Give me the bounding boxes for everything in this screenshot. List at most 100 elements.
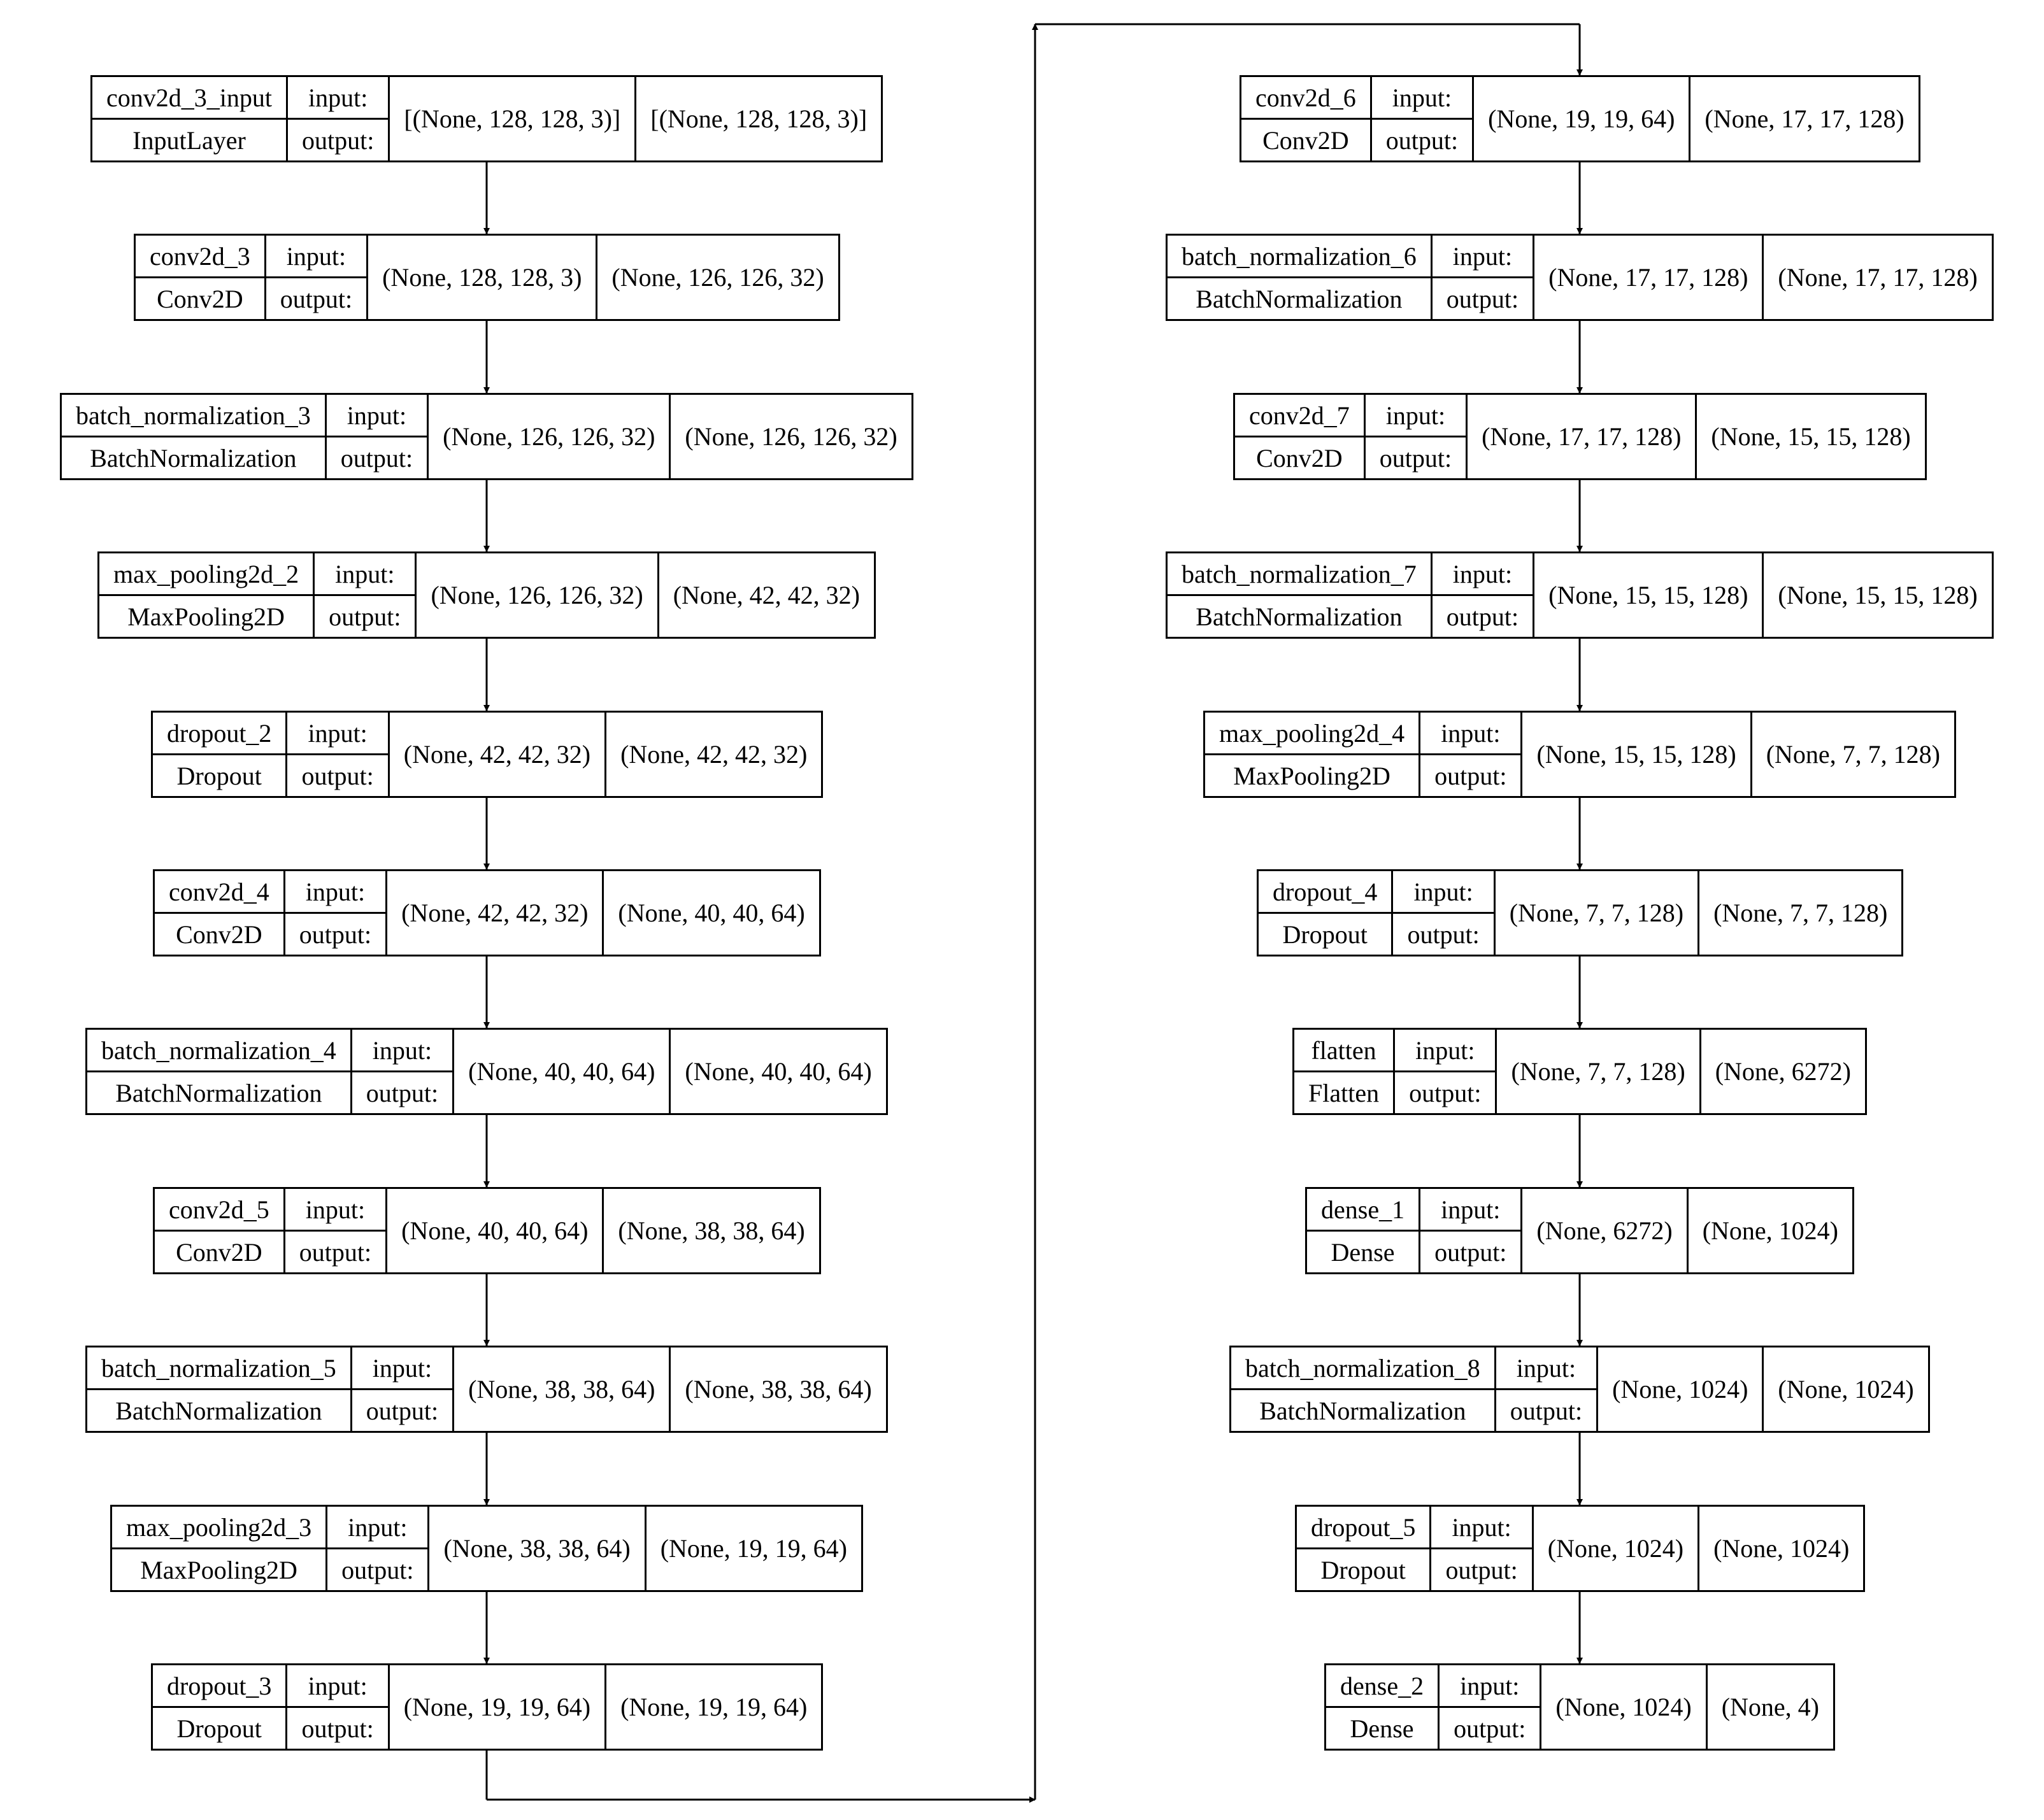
layer-name: dropout_4 — [1259, 871, 1392, 914]
input-label: input: — [287, 77, 389, 120]
layer-type: Dense — [1331, 1237, 1395, 1267]
input-label: input: — [1395, 1030, 1496, 1072]
layer-type: MaxPooling2D — [127, 602, 285, 631]
layer-type: Conv2D — [157, 284, 243, 313]
layer-name: max_pooling2d_3 — [112, 1507, 326, 1549]
layer-type: Dropout — [1320, 1555, 1406, 1584]
input-shape: [(None, 128, 128, 3)] — [404, 104, 621, 133]
output-label: output: — [1434, 1237, 1507, 1267]
output-shape: (None, 38, 38, 64) — [669, 1347, 885, 1431]
input-label: input: — [1440, 1665, 1540, 1708]
layer-type: Flatten — [1308, 1078, 1380, 1107]
io-label-column: input:output: — [285, 871, 388, 955]
layer-name: batch_normalization_8 — [1231, 1347, 1494, 1390]
input-label: input: — [287, 1665, 388, 1708]
input-label: input: — [315, 553, 415, 596]
output-shape: (None, 42, 42, 32) — [657, 553, 874, 637]
input-shape: (None, 1024) — [1555, 1693, 1692, 1721]
input-label: input: — [1371, 77, 1473, 120]
output-label: output: — [280, 284, 353, 313]
input-label: input: — [352, 1347, 453, 1390]
input-label: input: — [327, 1507, 428, 1549]
layer-type: MaxPooling2D — [1233, 761, 1390, 790]
io-label-column: input:output: — [266, 236, 369, 319]
layer-type: Dropout — [176, 761, 262, 790]
layer-type: Conv2D — [1256, 443, 1343, 473]
output-label: output: — [301, 761, 374, 790]
input-shape: (None, 15, 15, 128) — [1536, 740, 1736, 769]
layer-name: flatten — [1294, 1030, 1394, 1072]
output-shape: (None, 40, 40, 64) — [669, 1030, 885, 1113]
io-label-column: input:output: — [1440, 1665, 1542, 1749]
output-shape: (None, 17, 17, 128) — [1689, 77, 1918, 160]
io-label-column: input:output: — [285, 1189, 388, 1272]
layer-name: batch_normalization_6 — [1168, 236, 1431, 278]
input-shape: (None, 126, 126, 32) — [431, 581, 643, 609]
output-shape: (None, 7, 7, 128) — [1697, 871, 1901, 955]
input-shape: (None, 17, 17, 128) — [1482, 422, 1682, 451]
input-shape: (None, 42, 42, 32) — [401, 899, 589, 927]
input-shape: (None, 19, 19, 64) — [403, 1693, 591, 1721]
layer-name: dropout_5 — [1297, 1507, 1430, 1549]
layer-type: BatchNormalization — [115, 1396, 322, 1425]
output-shape: (None, 42, 42, 32) — [604, 713, 821, 796]
output-shape: (None, 19, 19, 64) — [604, 1665, 821, 1749]
io-label-column: input:output: — [352, 1030, 455, 1113]
input-label: input: — [352, 1030, 453, 1072]
input-shape: (None, 1024) — [1612, 1375, 1748, 1404]
input-label: input: — [1496, 1347, 1597, 1390]
input-shape: (None, 7, 7, 128) — [1509, 899, 1684, 927]
layer-name: dropout_2 — [153, 713, 286, 755]
layer-type: Conv2D — [1262, 125, 1349, 155]
input-label: input: — [285, 1189, 386, 1232]
input-label: input: — [1432, 236, 1533, 278]
io-label-column: input:output: — [327, 1507, 430, 1590]
output-shape: (None, 17, 17, 128) — [1762, 236, 1991, 319]
output-label: output: — [1446, 284, 1519, 313]
io-label-column: input:output: — [1432, 553, 1535, 637]
input-label: input: — [1365, 395, 1466, 437]
layer-name: dropout_3 — [153, 1665, 286, 1708]
io-label-column: input:output: — [1420, 1189, 1523, 1272]
layer-type: BatchNormalization — [1259, 1396, 1466, 1425]
io-label-column: input: output: — [1432, 236, 1535, 319]
layer-name: conv2d_6 — [1241, 77, 1370, 120]
input-label: input: — [1420, 713, 1521, 755]
input-shape: (None, 17, 17, 128) — [1548, 263, 1748, 292]
io-label-column: input:output: — [287, 1665, 390, 1749]
output-shape: (None, 7, 7, 128) — [1750, 713, 1954, 796]
output-label: output: — [1434, 761, 1507, 790]
layer-type: BatchNormalization — [90, 443, 297, 473]
layer-name: batch_normalization_7 — [1168, 553, 1431, 596]
input-label: input: — [326, 395, 427, 437]
input-shape: (None, 7, 7, 128) — [1511, 1057, 1685, 1086]
input-shape: (None, 40, 40, 64) — [401, 1216, 589, 1245]
layer-type: BatchNormalization — [115, 1078, 322, 1107]
output-shape: (None, 38, 38, 64) — [602, 1189, 818, 1272]
layer-type: Conv2D — [176, 1237, 262, 1267]
output-shape: (None, 15, 15, 128) — [1762, 553, 1991, 637]
io-label-column: input:output: — [1395, 1030, 1497, 1113]
io-label-column: input:output: — [1496, 1347, 1599, 1431]
layer-type: Dropout — [176, 1714, 262, 1743]
output-label: output: — [1385, 125, 1459, 155]
